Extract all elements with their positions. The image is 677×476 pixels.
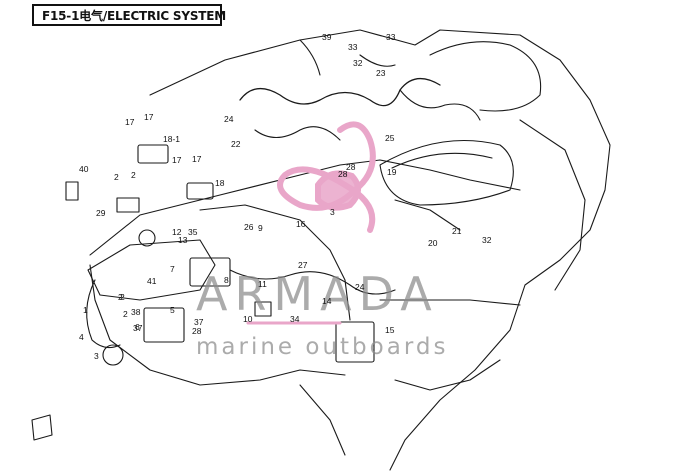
callout-33: 33: [348, 42, 358, 52]
callout-18: 18: [215, 178, 225, 188]
bottom-edge: [299, 384, 346, 456]
callout-2: 2: [114, 172, 119, 182]
cable-19: [394, 199, 461, 231]
callout-38: 38: [131, 307, 141, 317]
callout-13: 13: [178, 235, 188, 245]
callout-23: 23: [376, 68, 386, 78]
starter-motor: [138, 229, 156, 247]
seat-outline: [379, 140, 514, 206]
callout-17: 17: [144, 112, 154, 122]
footwell-contour: [199, 204, 351, 321]
callout-22: 22: [231, 139, 241, 149]
callout-32: 32: [353, 58, 363, 68]
callout-28: 28: [192, 326, 202, 336]
callout-17: 17: [125, 117, 135, 127]
side-panel-right: [519, 119, 586, 291]
callout-9: 9: [258, 223, 263, 233]
callout-32: 32: [482, 235, 492, 245]
callout-16: 16: [296, 219, 306, 229]
callout-2: 2: [120, 292, 125, 302]
watermark-brand: ARMADA: [196, 267, 439, 321]
voltage-regulator: [335, 321, 375, 363]
callout-18-1: 18-1: [163, 134, 180, 144]
callout-15: 15: [385, 325, 395, 335]
callout-34: 34: [290, 314, 300, 324]
callout-2: 2: [118, 292, 123, 302]
callout-19: 19: [387, 167, 397, 177]
callout-33: 33: [386, 32, 396, 42]
harness-branch-a: [254, 126, 341, 141]
main-harness: [239, 78, 441, 107]
seat-inner: [391, 152, 493, 169]
title-box: F15-1电气/ELECTRIC SYSTEM: [32, 4, 226, 26]
callout-20: 20: [428, 238, 438, 248]
callout-28: 28: [338, 169, 348, 179]
relay-box: [186, 182, 214, 200]
rear-fender: [429, 41, 542, 112]
callout-17: 17: [192, 154, 202, 164]
callout-24: 24: [355, 282, 365, 292]
callout-39: 39: [322, 32, 332, 42]
callout-7: 7: [170, 264, 175, 274]
bracket-40: [65, 181, 79, 201]
callout-4: 4: [79, 332, 84, 342]
panel-edge: [379, 299, 521, 306]
callout-41: 41: [147, 276, 157, 286]
watermark-logo: [246, 121, 376, 325]
cdi-unit: [137, 144, 169, 164]
bumper-tube: [86, 279, 121, 349]
callout-35: 35: [188, 227, 198, 237]
horn: [102, 344, 124, 366]
start-relay: [254, 301, 272, 317]
watermark-tagline: marine outboards: [196, 334, 448, 360]
callout-1: 1: [83, 305, 88, 315]
callout-17: 17: [172, 155, 182, 165]
callout-8: 8: [224, 275, 229, 285]
callout-10: 10: [243, 314, 253, 324]
battery: [189, 257, 231, 287]
callout-37: 37: [194, 317, 204, 327]
callout-3: 3: [94, 351, 99, 361]
icon-box: [31, 414, 53, 441]
callout-2: 2: [131, 170, 136, 180]
body-left-contour: [89, 159, 521, 256]
callout-2: 2: [123, 309, 128, 319]
callout-29: 29: [96, 208, 106, 218]
callout-25: 25: [385, 133, 395, 143]
callout-3: 3: [330, 207, 335, 217]
callout-28: 28: [346, 162, 356, 172]
callout-14: 14: [322, 296, 332, 306]
frame-outline: [149, 29, 611, 471]
callout-12: 12: [172, 227, 182, 237]
callout-26: 26: [244, 222, 254, 232]
callout-37: 37: [133, 323, 143, 333]
bracket: [116, 197, 140, 213]
callout-40: 40: [79, 164, 89, 174]
fuse-box: [143, 307, 185, 343]
lower-harness: [229, 269, 396, 295]
lower-right-edge: [394, 359, 501, 391]
harness-branch-d: [359, 54, 396, 67]
callout-5: 5: [170, 305, 175, 315]
page-title: F15-1电气/ELECTRIC SYSTEM: [42, 8, 227, 23]
callout-24: 24: [224, 114, 234, 124]
harness-branch-c: [299, 39, 321, 76]
callout-21: 21: [452, 226, 462, 236]
callout-11: 11: [258, 279, 267, 289]
callout-6: 6: [135, 322, 140, 332]
logo-blob: [315, 170, 361, 211]
harness-branch-b: [399, 89, 481, 121]
callout-27: 27: [298, 260, 308, 270]
body-lower-contour: [89, 264, 346, 386]
